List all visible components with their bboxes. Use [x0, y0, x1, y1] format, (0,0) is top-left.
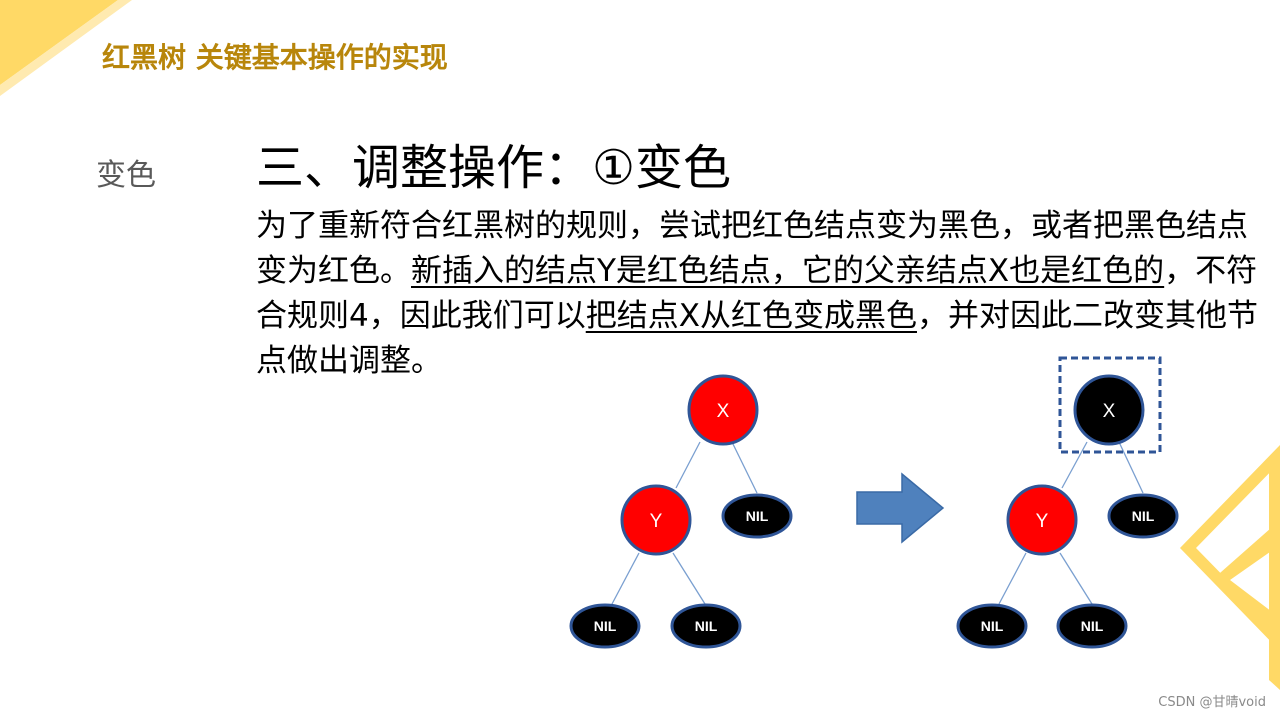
svg-text:NIL: NIL — [1132, 508, 1155, 524]
node-y-red: Y — [620, 484, 692, 556]
node-x-black: X — [1073, 374, 1145, 446]
node-nil: NIL — [1107, 493, 1179, 539]
watermark: CSDN @甘晴void — [1158, 695, 1266, 710]
node-x-red: X — [687, 374, 759, 446]
body-paragraph: 为了重新符合红黑树的规则，尝试把红色结点变为黑色，或者把黑色结点变为红色。新插入… — [256, 204, 1266, 384]
svg-text:NIL: NIL — [695, 618, 718, 634]
svg-text:NIL: NIL — [746, 508, 769, 524]
after-tree-edges — [998, 441, 1144, 605]
highlight-box — [1058, 356, 1162, 454]
node-nil: NIL — [721, 493, 793, 539]
svg-text:Y: Y — [650, 511, 663, 532]
svg-text:X: X — [1103, 401, 1116, 422]
underlined-text: 新插入的结点Y是红色结点，它的父亲结点X也是红色的 — [411, 253, 1165, 289]
slide-title: 红黑树 关键基本操作的实现 — [102, 41, 448, 74]
after-tree: X Y NIL NIL NIL — [956, 374, 1179, 649]
svg-text:Y: Y — [1036, 511, 1049, 532]
underlined-text: 把结点X从红色变成黑色 — [585, 298, 917, 334]
svg-text:NIL: NIL — [594, 618, 617, 634]
body-text-part: ，并对因此二改变其他节点做出调整。 — [256, 298, 1258, 379]
svg-text:NIL: NIL — [981, 618, 1004, 634]
body-text-part: ，不符合规则4，因此我们可以 — [256, 253, 1258, 334]
node-nil: NIL — [569, 603, 641, 649]
node-nil: NIL — [956, 603, 1028, 649]
section-label: 变色 — [96, 158, 156, 193]
body-text-part: 为了重新符合红黑树的规则，尝试把红色结点变为黑色，或者把黑色结点变为红色。 — [256, 208, 1248, 289]
node-nil: NIL — [670, 603, 742, 649]
svg-text:X: X — [717, 401, 730, 422]
section-heading: 三、调整操作：①变色 — [256, 140, 732, 196]
before-tree: X Y NIL NIL NIL — [569, 374, 793, 649]
node-nil: NIL — [1056, 603, 1128, 649]
node-y-red: Y — [1006, 484, 1078, 556]
right-arrow-icon — [856, 472, 945, 544]
before-tree-edges — [611, 441, 758, 605]
svg-text:NIL: NIL — [1081, 618, 1104, 634]
